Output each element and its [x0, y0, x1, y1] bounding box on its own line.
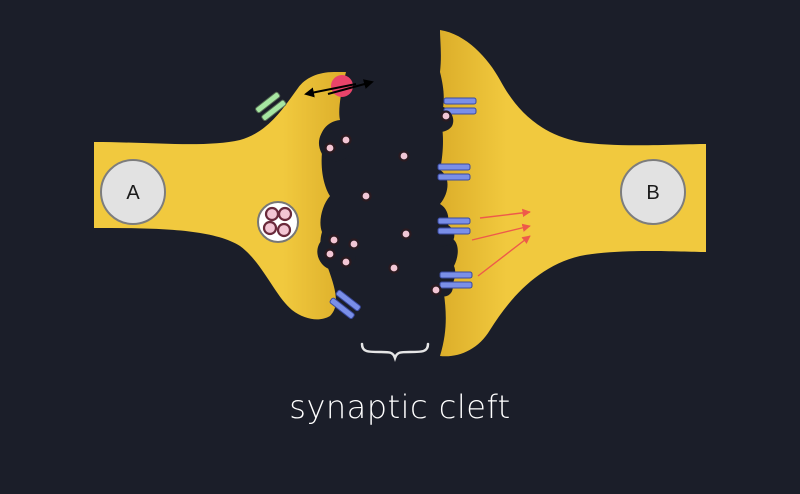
- receptor-4: [439, 271, 473, 289]
- cleft-brace: [360, 342, 430, 362]
- reuptake-transporter: [304, 75, 374, 98]
- nucleus-a: [100, 159, 166, 225]
- neurotransmitters: [324, 110, 452, 296]
- receptor-2: [437, 163, 471, 181]
- neuron-a-label: A: [126, 182, 140, 204]
- synaptic-vesicle: [257, 201, 299, 243]
- neuron-a-body: [94, 72, 346, 320]
- green-transporter: [255, 91, 287, 122]
- presynaptic-autoreceptor: [329, 289, 361, 320]
- receptor-1: [443, 97, 477, 115]
- nucleus-b: [620, 159, 686, 225]
- signal-arrows: [471, 208, 531, 277]
- neuron-b-body: [440, 30, 706, 357]
- synaptic-cleft-caption: synaptic cleft: [289, 388, 511, 426]
- neuron-b-label: B: [646, 182, 659, 204]
- receptor-3: [437, 217, 471, 235]
